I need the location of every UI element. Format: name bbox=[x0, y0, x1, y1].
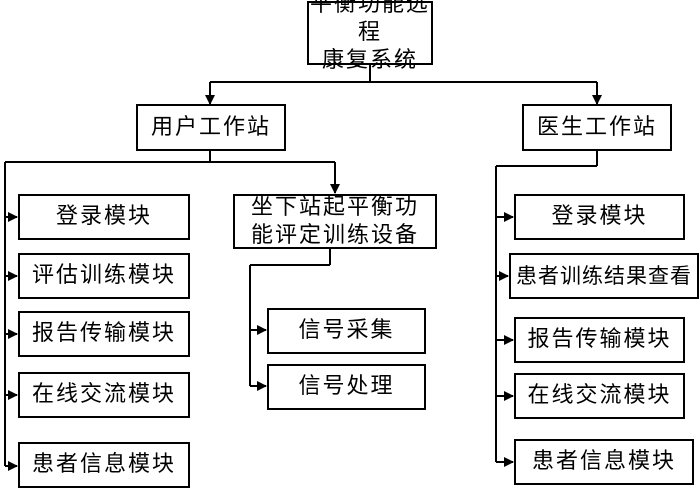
user-login-module: 登录模块 bbox=[18, 194, 190, 240]
signal-processing-module: 信号处理 bbox=[267, 364, 426, 410]
doctor-station-box: 医生工作站 bbox=[522, 104, 672, 151]
root-node-line1: 平衡功能远程 bbox=[309, 0, 430, 45]
device-line2: 能评定训练设备 bbox=[250, 222, 419, 248]
device-line1: 坐下站起平衡功 bbox=[250, 194, 419, 220]
user-online-communication-module: 在线交流模块 bbox=[18, 372, 190, 418]
doctor-login-module: 登录模块 bbox=[514, 194, 685, 240]
user-assessment-training-module: 评估训练模块 bbox=[18, 253, 190, 299]
sit-stand-device-box: 坐下站起平衡功 能评定训练设备 bbox=[233, 194, 437, 249]
signal-acquisition-module: 信号采集 bbox=[267, 308, 426, 354]
user-station-box: 用户工作站 bbox=[136, 104, 286, 151]
root-node-line2: 康复系统 bbox=[321, 48, 418, 73]
doctor-online-communication-module: 在线交流模块 bbox=[514, 373, 685, 419]
root-node-box: 平衡功能远程 康复系统 bbox=[307, 0, 433, 73]
doctor-training-results-module: 患者训练结果查看 bbox=[509, 253, 699, 299]
doctor-patient-info-module: 患者信息模块 bbox=[514, 439, 694, 485]
user-report-transfer-module: 报告传输模块 bbox=[18, 311, 190, 357]
doctor-report-transfer-module: 报告传输模块 bbox=[514, 317, 685, 363]
user-patient-info-module: 患者信息模块 bbox=[18, 442, 190, 488]
